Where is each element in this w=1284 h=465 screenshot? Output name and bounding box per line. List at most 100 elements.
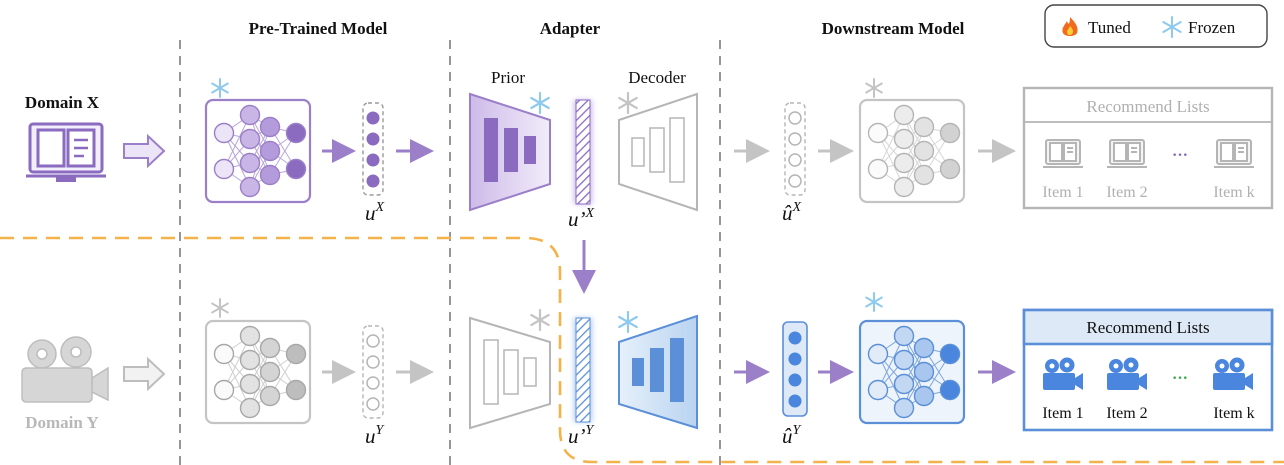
- prior-x: [469, 92, 551, 212]
- network-node: [259, 361, 281, 383]
- network-node: [913, 140, 935, 162]
- item-label: Item 1: [1042, 184, 1083, 201]
- network-node: [213, 158, 235, 180]
- item-label: Item k: [1213, 184, 1254, 201]
- legend-box: [1044, 4, 1268, 48]
- network-node: [939, 343, 961, 365]
- network-node: [893, 104, 915, 126]
- network-node: [285, 158, 307, 180]
- network-node: [913, 337, 935, 359]
- ellipsis-x: ···: [1172, 147, 1188, 164]
- snowflake-icon: [618, 91, 638, 115]
- header-pretrained: Pre-Trained Model: [249, 19, 388, 38]
- recommend-title-x: Recommend Lists: [1086, 97, 1209, 116]
- domain-x-input-arrow: [123, 133, 166, 169]
- label-uhy: ûY: [782, 423, 803, 448]
- network-node: [259, 140, 281, 162]
- item-label: Item k: [1213, 405, 1254, 422]
- network-edge: [249, 126, 271, 188]
- network-node: [867, 379, 889, 401]
- network-node: [239, 128, 261, 150]
- network-node: [285, 379, 307, 401]
- downstream-network-x: [858, 78, 966, 204]
- network-node: [913, 164, 935, 186]
- network-node: [239, 176, 261, 198]
- snowflake-icon: [211, 298, 229, 318]
- network-node: [913, 116, 935, 138]
- network-node: [239, 349, 261, 371]
- domain-y-label: Domain Y: [25, 413, 99, 432]
- ellipsis-y: ···: [1172, 370, 1188, 387]
- network-node: [239, 397, 261, 419]
- recommend-title-y: Recommend Lists: [1086, 318, 1209, 337]
- network-node: [913, 385, 935, 407]
- network-node: [867, 343, 889, 365]
- legend-frozen-label: Frozen: [1188, 18, 1236, 37]
- network-node: [893, 397, 915, 419]
- header-adapter: Adapter: [540, 19, 601, 38]
- network-edge: [249, 347, 271, 409]
- book-icon: [1214, 139, 1254, 168]
- vector-uy: [362, 325, 384, 419]
- network-node: [239, 152, 261, 174]
- network-node: [867, 122, 889, 144]
- network-node: [213, 379, 235, 401]
- snowflake-icon: [865, 78, 883, 98]
- network-node: [939, 158, 961, 180]
- camera-icon: [1107, 357, 1147, 390]
- vector-uhx: [784, 102, 806, 196]
- label-upx: u’X: [568, 206, 595, 231]
- legend: Tuned Frozen: [1044, 4, 1268, 48]
- recommend-list-y: Recommend Lists Item 1 Item 2 Item k ···: [1022, 308, 1274, 432]
- book-icon: [1107, 139, 1147, 168]
- prior-y: [469, 316, 551, 430]
- domain-y-region-outline: [0, 236, 1284, 464]
- network-node: [259, 385, 281, 407]
- network-node: [893, 128, 915, 150]
- network-node: [259, 116, 281, 138]
- book-icon: [26, 122, 106, 182]
- prior-label: Prior: [491, 68, 525, 87]
- network-node: [213, 343, 235, 365]
- network-node: [239, 373, 261, 395]
- decoder-x: [618, 92, 698, 212]
- network-edge: [903, 126, 925, 188]
- separators: [179, 40, 721, 465]
- snowflake-icon: [618, 310, 638, 334]
- snowflake-icon: [865, 292, 883, 312]
- network-node: [893, 176, 915, 198]
- legend-tuned-label: Tuned: [1088, 18, 1131, 37]
- network-node: [285, 122, 307, 144]
- network-node: [893, 349, 915, 371]
- snowflake-icon: [211, 78, 229, 98]
- label-uy: uY: [365, 423, 386, 448]
- pretrained-network-x: [204, 78, 312, 204]
- decoder-y: [618, 314, 698, 430]
- network-node: [893, 152, 915, 174]
- label-ux: uX: [365, 200, 385, 225]
- network-node: [893, 373, 915, 395]
- network-node: [867, 158, 889, 180]
- vector-upy: [574, 317, 592, 423]
- snowflake-icon: [1162, 16, 1182, 38]
- network-node: [285, 343, 307, 365]
- label-uhx: ûX: [782, 200, 802, 225]
- network-node: [259, 337, 281, 359]
- vector-upx: [574, 99, 592, 205]
- camera-icon: [1043, 357, 1083, 390]
- book-icon: [1043, 139, 1083, 168]
- domain-x-label: Domain X: [25, 93, 100, 112]
- snowflake-icon: [530, 308, 550, 332]
- network-node: [259, 164, 281, 186]
- decoder-label: Decoder: [628, 68, 686, 87]
- item-label: Item 1: [1042, 405, 1083, 422]
- network-node: [913, 361, 935, 383]
- network-node: [893, 325, 915, 347]
- header-downstream: Downstream Model: [822, 19, 965, 38]
- snowflake-icon: [530, 91, 550, 115]
- vector-ux: [362, 102, 384, 196]
- recommend-list-x: Recommend Lists Item 1 Item 2 Item k ···: [1022, 86, 1274, 210]
- network-node: [239, 104, 261, 126]
- network-node: [213, 122, 235, 144]
